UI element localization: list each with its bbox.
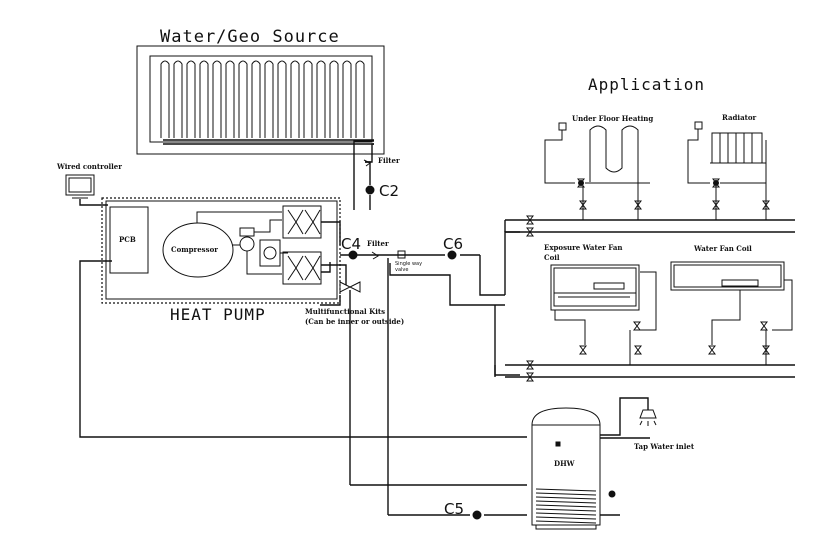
radiator-unit [687, 121, 767, 200]
source-title: Water/Geo Source [160, 27, 340, 47]
pump-c4-label: C4 [341, 235, 361, 253]
exposure-fan-coil-label-1: Exposure Water Fan [544, 243, 623, 252]
pcb-to-dhw-control-line [79, 260, 527, 438]
single-way-valve-icon [397, 250, 406, 259]
single-way-valve-label-1: Single way [395, 261, 422, 267]
dhw-label: DHW [554, 459, 575, 468]
compressor-unit [162, 222, 234, 278]
multifunctional-label-2: (Can be inner or outside) [305, 317, 404, 326]
exposure-fan-coil-label-2: Coil [544, 253, 560, 262]
filter-mid-label: Filter [367, 239, 389, 248]
pump-c2-icon [365, 185, 375, 195]
pump-c5-icon [472, 510, 482, 520]
pcb-board [109, 206, 149, 274]
water-fan-coil-label: Water Fan Coil [693, 244, 752, 253]
radiator-label: Radiator [722, 113, 757, 122]
plate-heat-exchanger-upper [282, 205, 322, 239]
filter-top-icon [363, 159, 371, 167]
heat-pump-label: HEAT PUMP [170, 305, 266, 324]
wired-controller-icon [65, 174, 95, 199]
tank-sensor-icon [608, 490, 616, 498]
water-fan-coil [670, 261, 793, 365]
multifunctional-label-1: Multifunctional Kits [305, 307, 385, 316]
wired-controller-label: Wired controller [56, 162, 122, 171]
pump-c6-label: C6 [443, 235, 463, 253]
filter-mid-icon [371, 251, 379, 260]
tap-water-inlet-label: Tap Water inlet [634, 442, 695, 451]
filter-top-label: Filter [378, 156, 400, 165]
pump-c5-label: C5 [444, 500, 464, 518]
isolation-valves [526, 178, 770, 382]
application-title: Application [588, 75, 705, 94]
pump-c6-icon [447, 250, 457, 260]
plate-heat-exchanger-lower [282, 251, 322, 285]
under-floor-heating [544, 122, 650, 200]
under-floor-heating-label: Under Floor Heating [572, 114, 653, 123]
geo-source-collector [136, 45, 385, 155]
pump-c4-icon [348, 250, 358, 260]
compressor-label: Compressor [171, 245, 218, 254]
pcb-label: PCB [119, 235, 136, 244]
source-pipes [353, 140, 374, 210]
dhw-tank [531, 407, 601, 530]
three-way-valve-icon [339, 281, 361, 293]
heat-pump-enclosure [101, 197, 341, 304]
single-way-valve-label-2: valve [395, 267, 408, 273]
shower-head-icon [639, 409, 657, 426]
dhw-piping [350, 397, 650, 516]
refrigerant-circuit [196, 211, 288, 275]
controller-cable [79, 199, 108, 206]
distribution-loop [494, 200, 795, 378]
exposure-fan-coil [550, 264, 657, 365]
pump-c2-label: C2 [379, 182, 399, 200]
